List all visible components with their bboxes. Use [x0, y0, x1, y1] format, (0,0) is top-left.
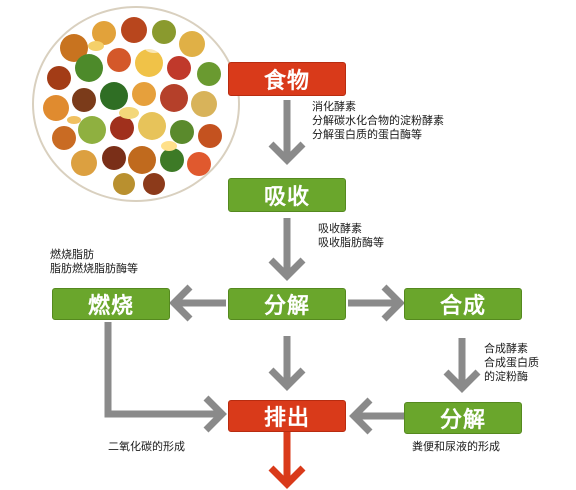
node-absorb: 吸收 [228, 178, 346, 212]
arrow-absorb-to-decompose [268, 218, 306, 281]
arrow-excrete-out [268, 432, 306, 489]
arrow-burn-to-excrete [104, 322, 227, 433]
note-absorb-line: 吸收脂肪酶等 [318, 236, 384, 249]
note-co2: 二氧化碳的形成 [108, 440, 185, 453]
note-burn-fat: 燃烧脂肪 脂肪燃烧脂肪酶等 [50, 248, 138, 276]
note-synth-enzyme: 合成酵素 合成蛋白质 的淀粉酶 [484, 342, 539, 384]
node-decompose: 分解 [228, 288, 346, 320]
note-absorb-enzyme: 吸收酵素 吸收脂肪酶等 [318, 222, 384, 250]
note-burn-line: 燃烧脂肪 [50, 248, 94, 261]
node-synthesize: 合成 [404, 288, 522, 320]
note-synth-line: 合成蛋白质 [484, 356, 539, 369]
node-excrete: 排出 [228, 400, 346, 432]
note-burn-line: 脂肪燃烧脂肪酶等 [50, 262, 138, 275]
note-digest: 消化酵素 分解碳水化合物的淀粉酵素 分解蛋白质的蛋白酶等 [312, 100, 444, 142]
arrow-decompose2-to-excrete [349, 397, 406, 435]
note-digest-line: 消化酵素 [312, 100, 356, 113]
note-absorb-line: 吸收酵素 [318, 222, 362, 235]
arrow-decompose-to-burn [169, 284, 226, 322]
arrow-synthesize-to-decompose2 [443, 338, 481, 393]
node-food: 食物 [228, 62, 346, 96]
node-decompose2: 分解 [404, 402, 522, 434]
arrow-decompose-to-excrete [268, 336, 306, 391]
node-burn: 燃烧 [52, 288, 170, 320]
arrow-decompose-to-synthesize [348, 284, 405, 322]
food-items-icon [43, 17, 222, 195]
note-digest-line: 分解蛋白质的蛋白酶等 [312, 128, 422, 141]
food-plate-illustration [34, 8, 238, 200]
note-waste: 粪便和尿液的形成 [412, 440, 500, 453]
note-digest-line: 分解碳水化合物的淀粉酵素 [312, 114, 444, 127]
note-synth-line: 合成酵素 [484, 342, 528, 355]
note-synth-line: 的淀粉酶 [484, 370, 528, 383]
arrow-food-to-absorb [268, 100, 306, 165]
